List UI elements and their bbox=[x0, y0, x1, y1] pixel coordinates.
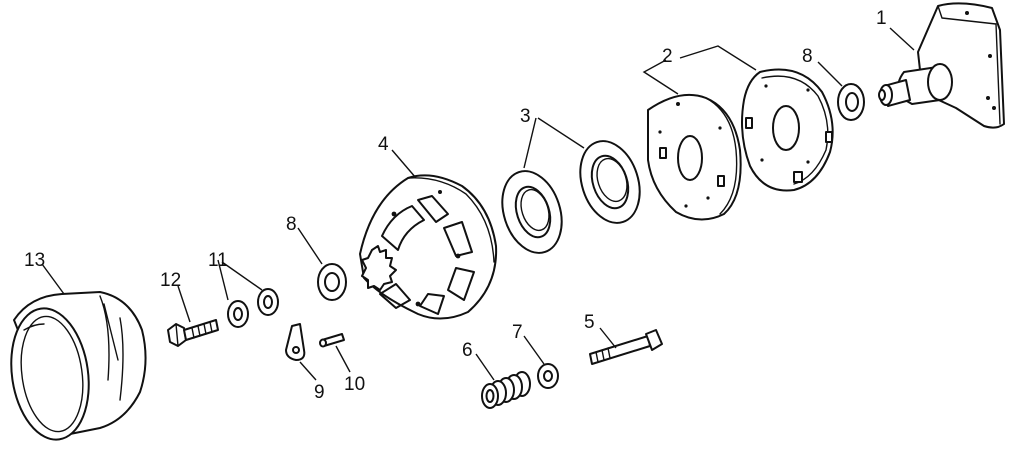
callout-labels: 1 2 3 4 5 6 7 8 8 9 10 11 12 13 bbox=[24, 8, 887, 403]
hex-bolt bbox=[167, 319, 219, 347]
washers-pair bbox=[227, 288, 279, 328]
callout-8-upper: 8 bbox=[802, 46, 813, 67]
callout-1: 1 bbox=[876, 8, 887, 29]
spindle-bracket bbox=[878, 2, 1005, 129]
coil-spring bbox=[481, 371, 531, 409]
long-bolt bbox=[589, 329, 663, 365]
pin bbox=[319, 333, 345, 348]
brake-drum bbox=[10, 291, 147, 441]
friction-disc-rear bbox=[579, 140, 641, 224]
clutch-hub-housing bbox=[359, 174, 498, 320]
callout-6: 6 bbox=[462, 340, 473, 361]
callout-8-lower: 8 bbox=[286, 214, 297, 235]
lever-arm bbox=[285, 323, 306, 361]
callout-13: 13 bbox=[24, 250, 45, 271]
callout-10: 10 bbox=[344, 374, 365, 395]
callout-5: 5 bbox=[584, 312, 595, 333]
disc-plate-front bbox=[647, 93, 742, 221]
callout-9: 9 bbox=[314, 382, 325, 403]
washer-lower bbox=[317, 263, 347, 301]
callout-7: 7 bbox=[512, 322, 523, 343]
spring-washer bbox=[537, 363, 559, 389]
callout-11: 11 bbox=[208, 250, 228, 271]
washer-upper bbox=[837, 83, 865, 121]
callout-3: 3 bbox=[520, 106, 531, 127]
friction-disc-front bbox=[501, 170, 563, 254]
leader-lines bbox=[41, 27, 915, 381]
callout-4: 4 bbox=[378, 134, 389, 155]
callout-12: 12 bbox=[160, 270, 181, 291]
callout-2: 2 bbox=[662, 46, 673, 67]
disc-plate-rear bbox=[741, 68, 834, 192]
